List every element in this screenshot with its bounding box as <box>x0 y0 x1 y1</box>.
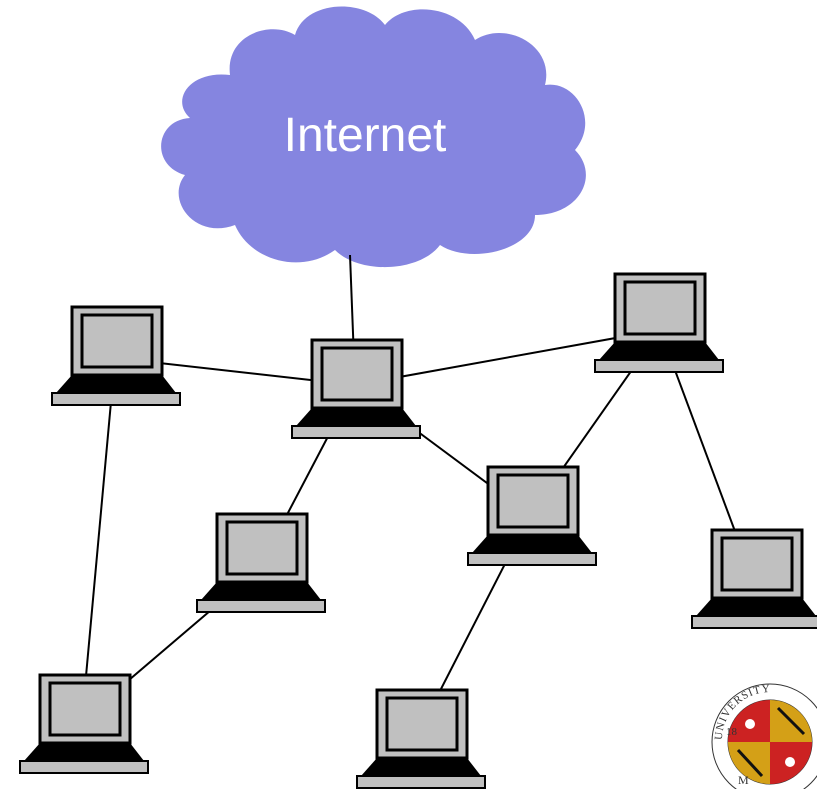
internet-cloud <box>161 6 586 268</box>
laptop-8-laptop-icon <box>355 688 487 792</box>
laptop-5-laptop-icon <box>466 465 598 569</box>
laptop-1-laptop-icon <box>50 305 182 409</box>
university-seal-icon: 18 M UNIVERSITY <box>708 680 817 789</box>
internet-label: Internet <box>283 109 447 162</box>
svg-text:M: M <box>738 773 749 787</box>
link-laptop-1-laptop-7 <box>81 357 116 721</box>
laptop-3-laptop-icon <box>593 272 725 376</box>
link-laptop-2-laptop-3 <box>354 329 661 386</box>
laptop-6-laptop-icon <box>690 528 817 632</box>
svg-text:18: 18 <box>726 726 738 738</box>
laptop-4-laptop-icon <box>195 512 327 616</box>
laptop-2-laptop-icon <box>290 338 422 442</box>
laptop-7-laptop-icon <box>18 673 150 777</box>
